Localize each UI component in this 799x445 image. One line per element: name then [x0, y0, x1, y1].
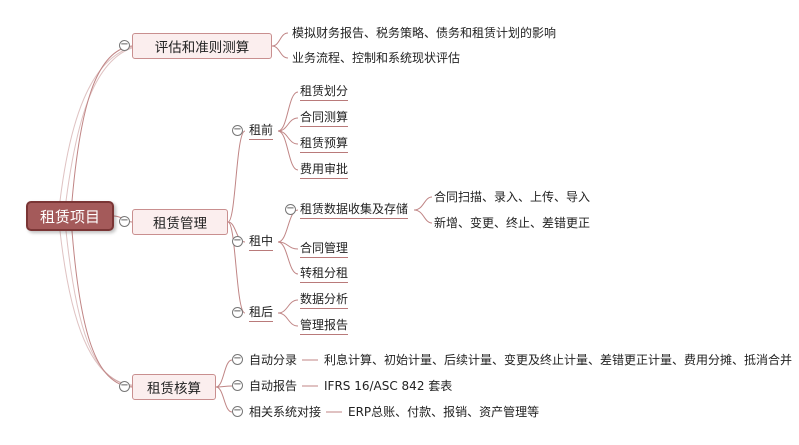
root-node[interactable]: 租赁项目: [26, 201, 114, 231]
branch-node-accounting[interactable]: 租赁核算: [132, 374, 216, 400]
branch-item[interactable]: 业务流程、控制和系统现状评估: [292, 51, 461, 65]
phase-item[interactable]: 数据分析: [300, 292, 349, 309]
collapse-icon[interactable]: −: [119, 39, 130, 51]
collapse-icon[interactable]: −: [285, 203, 296, 215]
phase-item[interactable]: 合同测算: [300, 110, 349, 127]
collapse-icon[interactable]: −: [232, 124, 243, 136]
phase-item[interactable]: 管理报告: [300, 318, 349, 335]
collapse-icon[interactable]: −: [119, 215, 130, 227]
accounting-item-detail[interactable]: 利息计算、初始计量、后续计量、变更及终止计量、差错更正计量、费用分摊、抵消合并: [324, 353, 793, 367]
phase-item[interactable]: 合同管理: [300, 241, 349, 258]
collapse-icon[interactable]: −: [232, 306, 243, 318]
collapse-icon[interactable]: −: [232, 235, 243, 247]
phase-node-post[interactable]: 租后: [249, 305, 274, 322]
phase-item[interactable]: 租赁预算: [300, 136, 349, 153]
collapse-icon[interactable]: −: [232, 405, 243, 417]
accounting-item-label[interactable]: 自动报告: [249, 379, 298, 393]
collapse-icon[interactable]: −: [119, 380, 130, 392]
phase-node-pre[interactable]: 租前: [249, 123, 274, 140]
accounting-item-label[interactable]: 相关系统对接: [249, 405, 322, 419]
collapse-icon[interactable]: −: [232, 353, 243, 365]
phase-item[interactable]: 转租分租: [300, 266, 349, 283]
group-item[interactable]: 新增、变更、终止、差错更正: [434, 216, 591, 230]
group-item[interactable]: 合同扫描、录入、上传、导入: [434, 190, 591, 204]
accounting-item-detail[interactable]: IFRS 16/ASC 842 套表: [324, 379, 453, 393]
accounting-item-detail[interactable]: ERP总账、付款、报销、资产管理等: [348, 405, 540, 419]
accounting-item-label[interactable]: 自动分录: [249, 353, 298, 367]
branch-node-evaluation[interactable]: 评估和准则测算: [132, 33, 272, 59]
collapse-icon[interactable]: −: [232, 379, 243, 391]
phase-node-mid[interactable]: 租中: [249, 234, 274, 251]
branch-node-management[interactable]: 租赁管理: [132, 209, 228, 235]
group-node-data-collection[interactable]: 租赁数据收集及存储: [300, 202, 409, 219]
branch-item[interactable]: 模拟财务报告、税务策略、债务和租赁计划的影响: [292, 26, 557, 40]
phase-item[interactable]: 费用审批: [300, 162, 349, 179]
phase-item[interactable]: 租赁划分: [300, 84, 349, 101]
